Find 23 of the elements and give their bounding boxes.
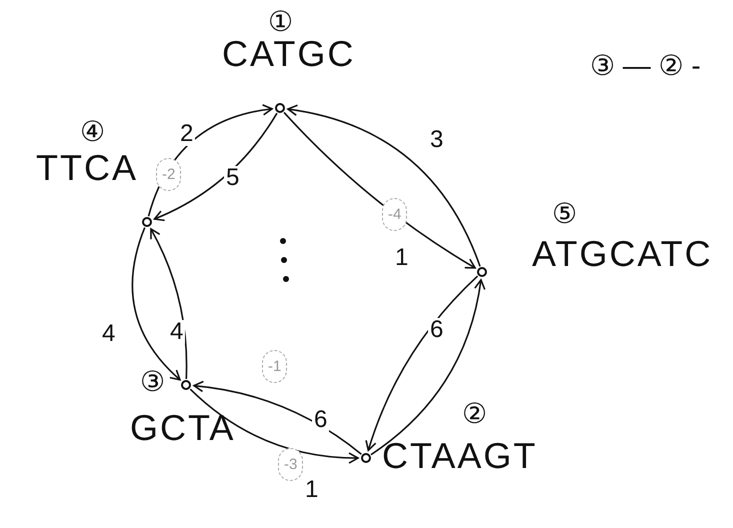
sequence-note: ③ — ② - — [590, 52, 701, 80]
circled-note: -2 — [156, 158, 182, 191]
arrow — [132, 227, 181, 381]
circled-number: ② — [462, 400, 487, 428]
circled-note: -3 — [278, 448, 304, 481]
arrow — [150, 228, 188, 380]
arrow — [190, 388, 359, 464]
edge-label: 6 — [312, 408, 330, 432]
arrow — [193, 380, 362, 455]
sequence-label: CTAAGT — [382, 438, 538, 474]
circled-number: ③ — [140, 368, 165, 396]
sequence-label: CATGC — [222, 36, 356, 72]
circled-number: ④ — [80, 118, 105, 146]
circled-number: ⑤ — [552, 200, 577, 228]
sequence-label: TTCA — [36, 150, 138, 186]
edge-label: 4 — [168, 320, 186, 344]
circled-note: -1 — [262, 350, 288, 383]
edge-label: 2 — [178, 122, 196, 146]
sequence-label: GCTA — [130, 410, 236, 446]
circled-number: ① — [268, 8, 293, 36]
arrow — [154, 112, 278, 221]
sequence-label: ATGCATC — [532, 236, 713, 272]
circled-note: -4 — [382, 198, 408, 231]
